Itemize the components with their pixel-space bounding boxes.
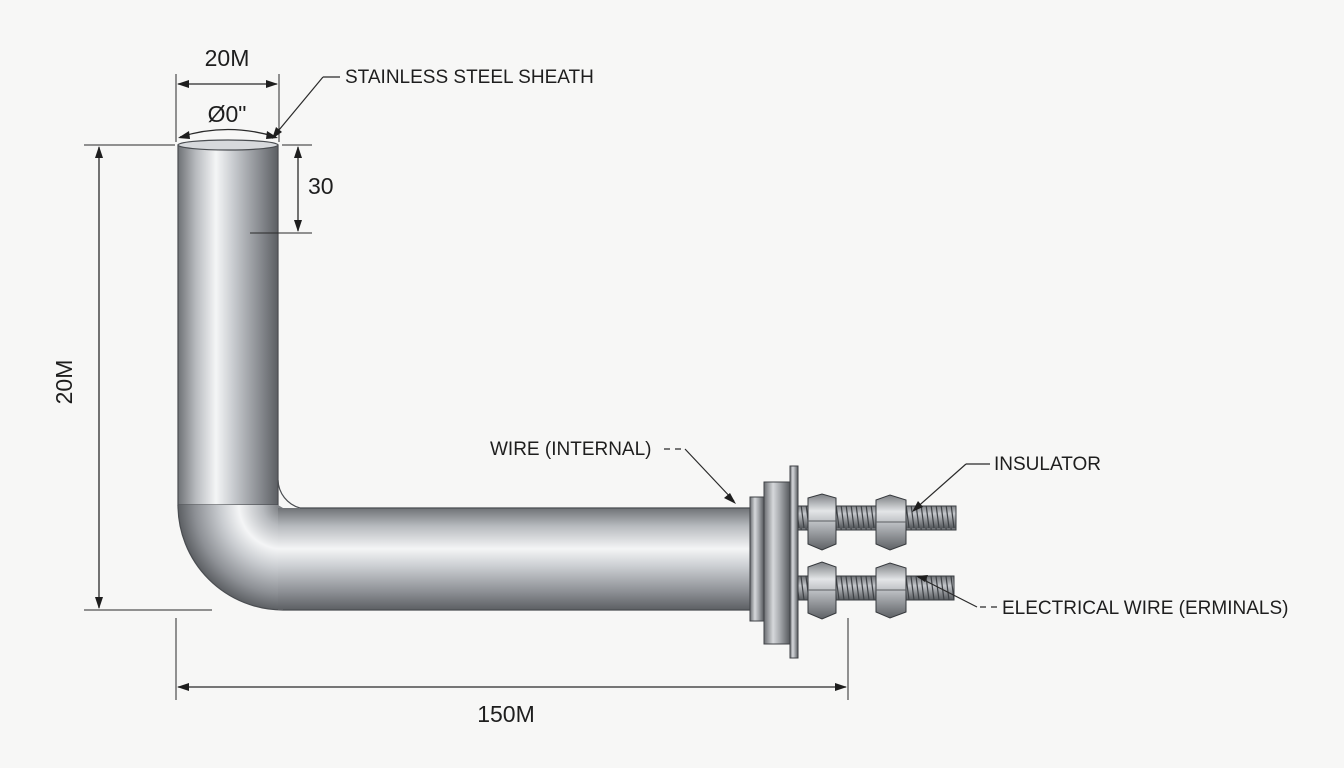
stainless-steel-tube: [177, 139, 754, 611]
sheath-label: STAINLESS STEEL SHEATH: [345, 67, 594, 88]
length-label: 150M: [477, 701, 535, 727]
terminal-upper: [797, 493, 957, 551]
top-offset-label: 30: [308, 173, 334, 199]
callout-insulator: INSULATOR: [912, 454, 1101, 512]
callout-wire-internal: WIRE (INTERNAL): [490, 439, 736, 504]
dimension-diameter: Ø0": [178, 101, 278, 139]
insulator-label: INSULATOR: [994, 454, 1101, 475]
top-width-label: 20M: [205, 45, 250, 71]
wire-internal-label: WIRE (INTERNAL): [490, 439, 652, 460]
dimension-top-width: 20M: [175, 45, 280, 142]
mounting-flange: [749, 465, 799, 659]
dimension-height: 20M: [51, 144, 212, 611]
electrical-wire-label: ELECTRICAL WIRE (ERMINALS): [1002, 598, 1288, 619]
callout-electrical-wire: ELECTRICAL WIRE (ERMINALS): [916, 575, 1288, 619]
height-label: 20M: [51, 360, 77, 405]
diameter-label: Ø0": [208, 101, 247, 127]
dimension-length: 150M: [175, 618, 849, 727]
terminal-lower: [797, 561, 955, 620]
dimension-top-offset: 30: [250, 144, 334, 234]
callout-sheath: STAINLESS STEEL SHEATH: [272, 67, 594, 139]
